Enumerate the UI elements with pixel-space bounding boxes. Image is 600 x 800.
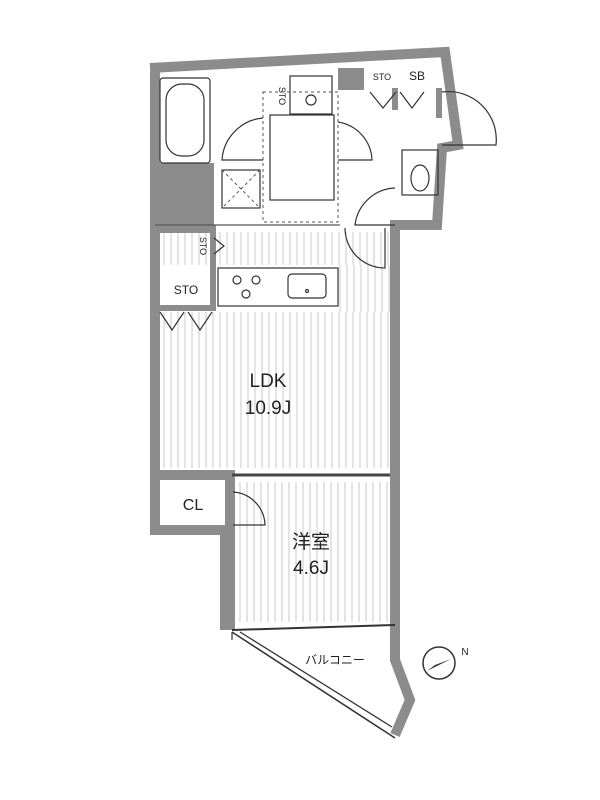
compass-icon: N	[422, 646, 469, 680]
balcony-label: バルコニー	[305, 653, 365, 667]
closet-label: CL	[183, 497, 204, 514]
compass-north-label: N	[461, 647, 468, 658]
western-room-size: 4.6J	[293, 558, 329, 579]
toilet	[401, 149, 439, 196]
small-storage-label: STO	[198, 237, 208, 255]
bath-storage-label: STO	[277, 87, 287, 105]
ldk-name: LDK	[250, 371, 287, 392]
washer-pan	[221, 169, 261, 209]
bathtub	[159, 77, 211, 164]
balcony-outline	[231, 631, 396, 739]
kitchen-storage-label: STO	[174, 283, 198, 297]
western-room-name: 洋室	[292, 531, 330, 553]
top-storage-label: STO	[373, 72, 391, 82]
interior-walls	[155, 68, 442, 477]
kitchen-counter	[217, 267, 339, 307]
ldk-size: 10.9J	[245, 398, 291, 419]
outer-walls	[149, 46, 464, 737]
floor-hatching	[163, 232, 390, 622]
room-labels: LDK 10.9J 洋室 4.6J CL STO STO STO STO SB …	[174, 69, 425, 667]
doors	[159, 90, 497, 526]
washbasin	[262, 75, 339, 223]
shoe-box-label: SB	[409, 69, 425, 83]
pipe-shaft	[150, 163, 214, 233]
